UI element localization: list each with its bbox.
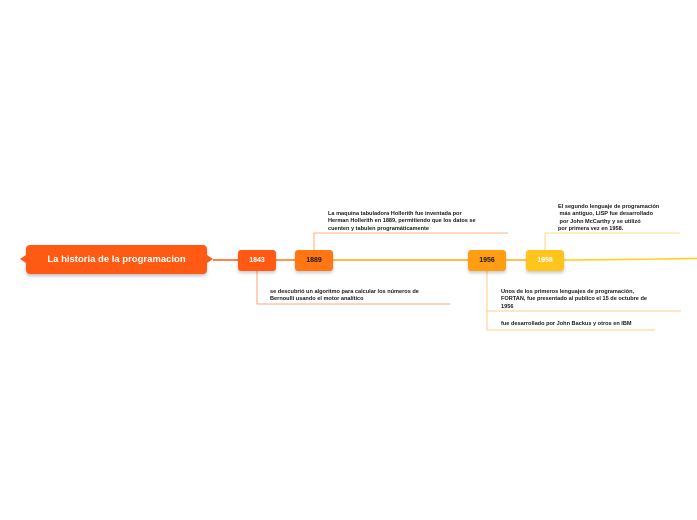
- note-1956-backus[interactable]: fue desarrollado por John Backus y otros…: [501, 321, 632, 327]
- year-label-1956: 1956: [479, 257, 495, 264]
- central-topic[interactable]: La historia de la programacion: [20, 245, 213, 274]
- branch-1889: [313, 232, 508, 250]
- branch-1956-b: [486, 311, 655, 331]
- note-1889[interactable]: La maquina tabuladora Hollerith fue inve…: [328, 211, 476, 232]
- year-label-1843: 1843: [249, 257, 265, 264]
- year-label-1889: 1889: [306, 257, 322, 264]
- year-node-1843[interactable]: 1843: [238, 250, 276, 271]
- year-node-1958[interactable]: 1958: [526, 250, 564, 271]
- note-1958-lisp[interactable]: El segundo lenguaje de programación más …: [558, 204, 660, 232]
- year-label-1958: 1958: [537, 257, 553, 264]
- central-topic-pointer: [20, 255, 26, 263]
- axis-1958-end: [563, 257, 697, 261]
- central-topic-label: La historia de la programacion: [47, 254, 186, 265]
- note-1956-fortran[interactable]: Unos de los primeros lenguajes de progra…: [501, 289, 647, 310]
- year-node-1889[interactable]: 1889: [295, 250, 333, 271]
- branch-1843: [256, 270, 450, 305]
- central-topic-connector: [207, 255, 213, 263]
- branch-1958: [544, 232, 680, 250]
- note-1843[interactable]: se descubrió un algoritmo para calcular …: [270, 289, 419, 303]
- year-node-1956[interactable]: 1956: [468, 250, 506, 271]
